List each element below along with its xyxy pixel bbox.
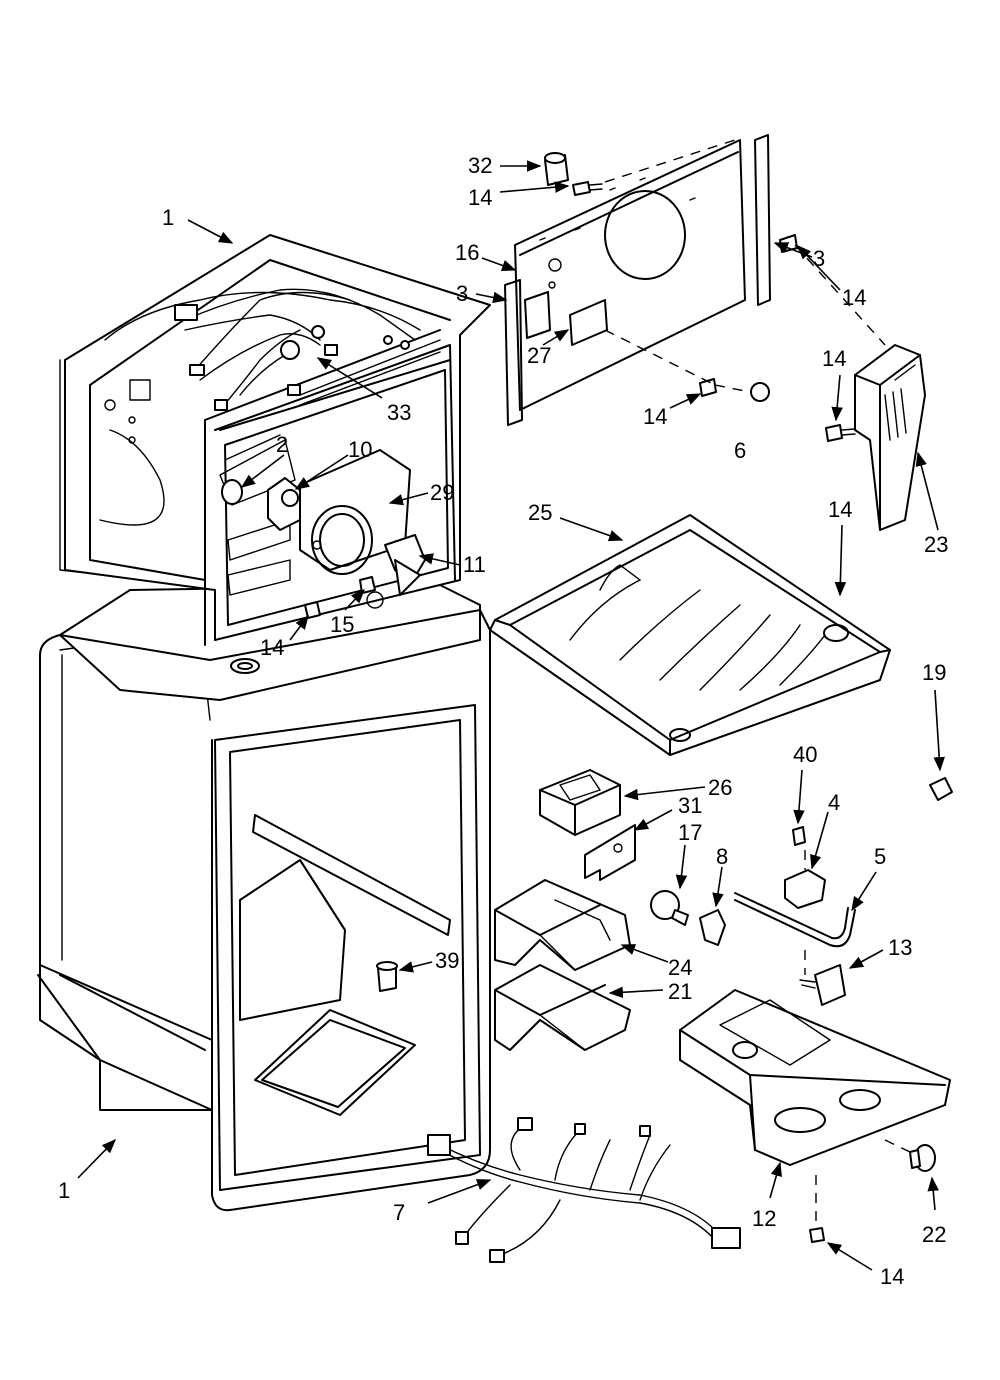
callout-19: 19: [922, 660, 946, 685]
lamp-socket: [699, 909, 726, 946]
callout-14-d: 14: [822, 346, 846, 371]
capillary-tube-5: [734, 892, 856, 948]
part-21-cover: [494, 964, 631, 1051]
callout-16: 16: [455, 240, 479, 265]
callout-11: 11: [463, 552, 486, 577]
liner-top-ledge: [59, 584, 481, 701]
cabinet-liner: [37, 599, 491, 1212]
callout-3-right: 3: [813, 246, 825, 271]
callout-40: 40: [793, 742, 817, 767]
callout-7: 7: [393, 1200, 405, 1225]
part-31: [584, 824, 636, 881]
screw-bottom: [809, 1227, 825, 1243]
callout-14-b: 14: [842, 285, 866, 310]
duct-cover: [854, 344, 926, 531]
callout-31: 31: [678, 793, 702, 818]
callout-14-e: 14: [260, 635, 284, 660]
knob-22: [909, 1144, 936, 1172]
callout-24: 24: [668, 955, 692, 980]
callout-12: 12: [752, 1206, 776, 1231]
callout-3-left: 3: [456, 281, 468, 306]
callout-14-c: 14: [643, 404, 667, 429]
callout-25: 25: [528, 500, 552, 525]
rear-panel: [504, 134, 771, 426]
callout-22: 22: [922, 1222, 946, 1247]
callout-14-a: 14: [468, 185, 492, 210]
freezer-liner: [59, 234, 491, 646]
wiring-bundle: [174, 288, 416, 411]
grommet-39: [376, 961, 398, 992]
callout-1-top: 1: [162, 205, 174, 230]
callout-4: 4: [828, 790, 840, 815]
callout-14-f: 14: [828, 497, 852, 522]
callout-6: 6: [734, 438, 746, 463]
callout-33: 33: [387, 400, 411, 425]
callout-15: 15: [330, 612, 354, 637]
thermostat-4: [784, 826, 826, 909]
callout-14-g: 14: [880, 1264, 904, 1289]
callout-2: 2: [276, 432, 288, 457]
callout-21: 21: [668, 979, 692, 1004]
part-26: [539, 769, 621, 836]
wire-harness-7: [427, 1117, 741, 1263]
callout-labels: 1 32 14 16 3 3 14 27 14 6 14 23 33 2 10 …: [58, 153, 948, 1289]
drain-trough: [489, 514, 891, 756]
callout-39: 39: [435, 948, 459, 973]
callout-29: 29: [430, 480, 454, 505]
switch-13: [799, 964, 846, 1006]
lamp-bulb: [650, 890, 689, 926]
callout-17: 17: [678, 820, 702, 845]
callout-1-bottom: 1: [58, 1178, 70, 1203]
spacer-32: [544, 152, 569, 186]
callout-26: 26: [708, 775, 732, 800]
fan-assembly: [221, 449, 426, 619]
callout-5: 5: [874, 844, 886, 869]
callout-8: 8: [716, 844, 728, 869]
callout-27: 27: [527, 343, 551, 368]
clip-19: [929, 777, 953, 801]
assembly-lines: [604, 139, 911, 1228]
callout-10: 10: [348, 437, 372, 462]
callout-13: 13: [888, 935, 912, 960]
screws-top: [572, 181, 856, 442]
control-housing-12: [679, 989, 951, 1166]
callout-32: 32: [468, 153, 492, 178]
leader-lines: [77, 160, 945, 1271]
part-24-housing: [494, 879, 631, 971]
callout-23: 23: [924, 532, 948, 557]
